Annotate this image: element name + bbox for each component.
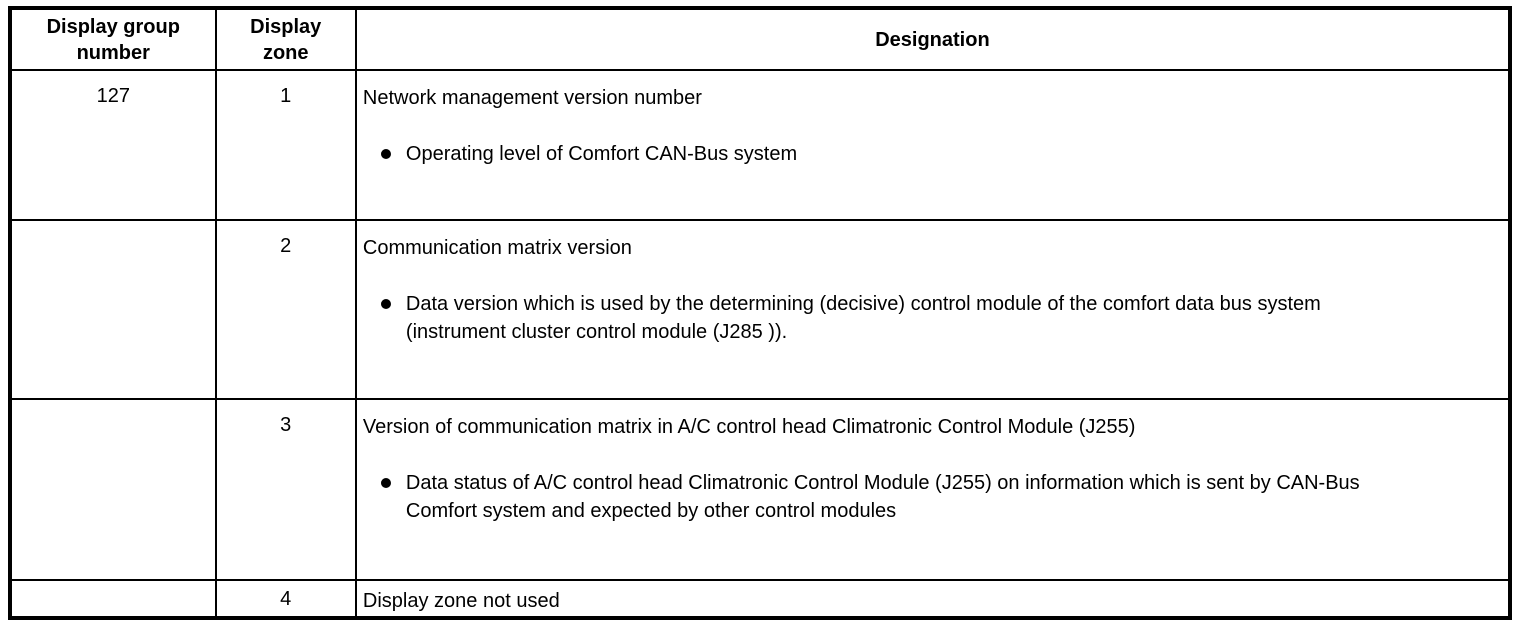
bullet-item: Data version which is used by the determ… <box>380 290 1500 346</box>
designation-title: Display zone not used <box>362 590 560 612</box>
table-row-zone-1: 127 1 Network management version number … <box>9 69 1512 221</box>
bullet-item: Operating level of Comfort CAN-Bus syste… <box>380 140 1500 168</box>
cell-display-group-number: 127 <box>9 69 217 221</box>
bullet-icon <box>380 478 391 488</box>
cell-display-group-number <box>9 219 217 400</box>
bullet-text: Operating level of Comfort CAN-Bus syste… <box>405 143 798 165</box>
table-row-zone-3: 3 Version of communication matrix in A/C… <box>9 398 1512 581</box>
bullet-icon <box>380 299 391 309</box>
header-display-group-number: Display group number <box>9 7 217 71</box>
cell-designation: Communication matrix version Data versio… <box>354 219 1512 400</box>
designation-title: Network management version number <box>362 87 702 109</box>
header-display-zone: Display zone <box>214 7 357 71</box>
display-group-table: Display group number Display zone Design… <box>8 6 1512 620</box>
header-display-group-number-label: Display group number <box>46 15 180 64</box>
cell-display-zone: 2 <box>214 219 357 400</box>
cell-designation: Display zone not used <box>354 579 1512 619</box>
cell-display-group-number <box>9 398 217 581</box>
cell-display-zone: 4 <box>214 579 357 619</box>
header-designation-label: Designation <box>875 28 990 51</box>
bullet-text: Data version which is used by the determ… <box>405 293 1321 343</box>
cell-designation: Version of communication matrix in A/C c… <box>354 398 1512 581</box>
bullet-item: Data status of A/C control head Climatro… <box>380 469 1500 525</box>
bullet-icon <box>380 149 391 159</box>
table-header-row: Display group number Display zone Design… <box>9 7 1512 71</box>
cell-designation: Network management version number Operat… <box>354 69 1512 221</box>
designation-title: Communication matrix version <box>362 237 632 259</box>
cell-display-group-number <box>9 579 217 619</box>
header-display-zone-label: Display zone <box>250 15 322 64</box>
cell-display-zone: 1 <box>214 69 357 221</box>
table-row-zone-2: 2 Communication matrix version Data vers… <box>9 219 1512 400</box>
bullet-text: Data status of A/C control head Climatro… <box>405 472 1360 522</box>
designation-title: Version of communication matrix in A/C c… <box>362 416 1136 438</box>
cell-display-zone: 3 <box>214 398 357 581</box>
table-row-zone-4: 4 Display zone not used <box>9 579 1512 619</box>
header-designation: Designation <box>354 7 1512 71</box>
